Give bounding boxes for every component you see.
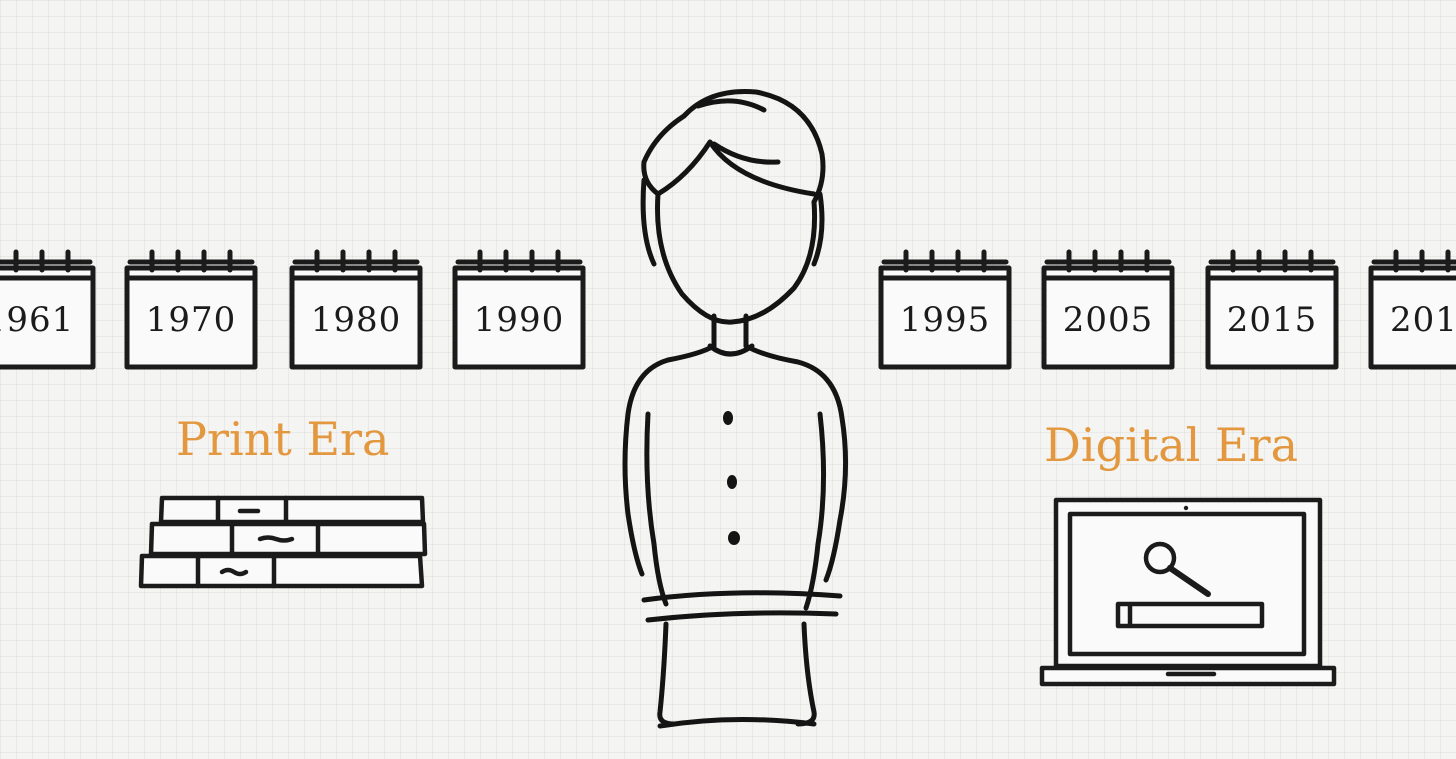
laptop-search-icon <box>1039 497 1337 687</box>
calendar-2005: 2005 <box>1041 248 1175 370</box>
person-figure <box>622 89 849 729</box>
calendar-1970: 1970 <box>124 248 258 370</box>
calendar-1995: 1995 <box>878 248 1012 370</box>
calendar-201: 201 <box>1368 248 1456 370</box>
hair-outline <box>681 89 826 205</box>
year-label: 1970 <box>145 300 237 340</box>
button-dots <box>723 411 740 545</box>
calendar-icon <box>1205 249 1339 370</box>
calendar-icon <box>289 249 423 370</box>
year-label: 1990 <box>473 300 565 340</box>
print-era-label: Print Era <box>176 412 390 466</box>
calendar-icon <box>452 249 586 370</box>
digital-era-label: Digital Era <box>1044 418 1298 472</box>
year-label: 2015 <box>1226 300 1318 340</box>
year-label: 1980 <box>310 300 402 340</box>
calendar-1990: 1990 <box>452 248 586 370</box>
calendar-icon <box>1368 249 1456 370</box>
year-label: 2005 <box>1062 300 1154 340</box>
calendar-1961: 1961 <box>0 248 96 370</box>
year-label: 1995 <box>899 300 991 340</box>
year-label: 1961 <box>0 300 75 340</box>
calendar-icon <box>1041 249 1175 370</box>
book-stack-icon <box>138 495 428 589</box>
calendar-icon <box>0 249 96 370</box>
calendar-icon <box>124 249 258 370</box>
year-label: 201 <box>1390 300 1456 340</box>
calendar-icon <box>878 249 1012 370</box>
calendar-1980: 1980 <box>289 248 423 370</box>
calendar-2015: 2015 <box>1205 248 1339 370</box>
